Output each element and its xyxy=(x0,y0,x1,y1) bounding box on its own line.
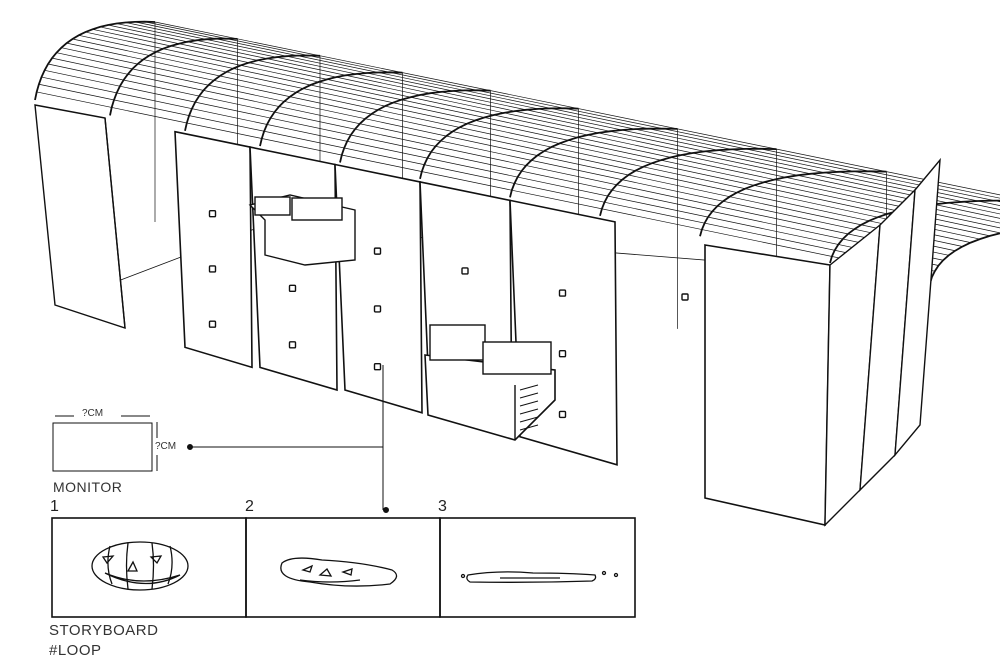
pumpkin-flattened-icon xyxy=(460,570,619,583)
monitor-diagram xyxy=(52,415,158,472)
frame-number-2: 2 xyxy=(245,498,254,515)
panel-fastener xyxy=(461,267,469,275)
storyboard-subtitle: #LOOP xyxy=(49,642,102,659)
panel-fastener xyxy=(681,293,689,301)
storyboard-frame-3 xyxy=(439,517,636,618)
storyboard-frame-2 xyxy=(245,517,441,618)
wall-panels xyxy=(84,130,769,469)
panel-fastener xyxy=(208,210,217,218)
roof-arch xyxy=(509,127,678,198)
roof-arch xyxy=(699,170,887,237)
panel-fastener xyxy=(288,284,297,293)
front-wall-panel xyxy=(249,146,338,392)
connector-line xyxy=(187,365,389,513)
cooler-unit-front xyxy=(424,324,556,441)
roof-arch xyxy=(829,199,1000,264)
storyboard-title: STORYBOARD xyxy=(49,622,159,639)
panel-fastener xyxy=(373,363,382,371)
pumpkin-squashed-icon xyxy=(280,557,398,587)
monitor-width-label: ?CM xyxy=(82,408,104,419)
right-end-wall xyxy=(704,157,941,527)
arched-roof xyxy=(34,20,1000,372)
left-end-wall xyxy=(34,104,126,329)
frame-number-3: 3 xyxy=(438,498,447,515)
roof-arch xyxy=(109,37,238,116)
panel-fastener xyxy=(373,247,382,255)
panel-fastener xyxy=(208,265,217,273)
panel-fastener xyxy=(208,320,217,328)
roof-arch xyxy=(34,20,156,101)
roof-arch xyxy=(419,107,579,180)
pumpkin-full-icon xyxy=(91,541,189,591)
monitor-title: MONITOR xyxy=(53,479,123,495)
roof-arch xyxy=(339,89,491,163)
frame-number-1: 1 xyxy=(50,498,59,515)
storyboard-frames xyxy=(51,517,636,618)
roof-arch xyxy=(929,232,1000,284)
panel-fastener xyxy=(558,350,567,358)
front-wall-panel xyxy=(174,130,253,369)
panel-fastener xyxy=(288,341,297,349)
front-wall-panel xyxy=(334,163,423,414)
panel-fastener xyxy=(558,410,567,419)
cooler-unit-back xyxy=(248,194,356,266)
storyboard-frame-1 xyxy=(51,517,247,618)
roof-arch xyxy=(259,71,403,147)
panel-fastener xyxy=(373,305,382,313)
monitor-height-label: ?CM xyxy=(155,441,177,452)
roof-arch xyxy=(184,54,321,132)
panel-fastener xyxy=(558,289,567,297)
roof-arch xyxy=(599,147,777,217)
